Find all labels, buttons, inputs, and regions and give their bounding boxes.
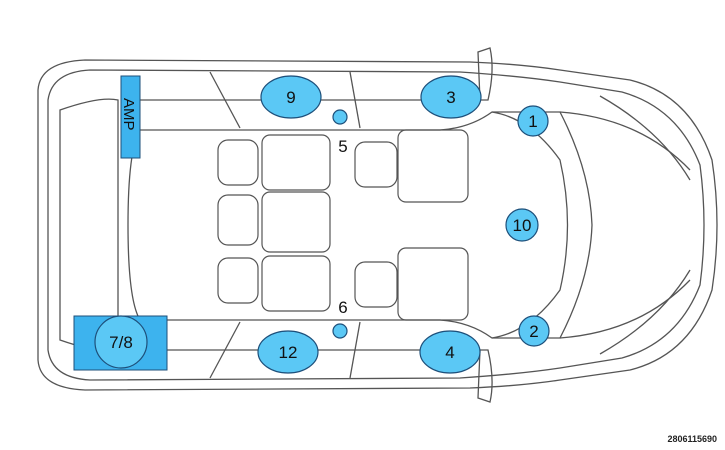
speaker-label-12: 12: [279, 343, 298, 362]
amplifier-label: AMP: [120, 98, 137, 131]
speaker-1: 1: [517, 105, 549, 137]
seats: [217, 129, 469, 321]
tweeter-6: 6: [332, 298, 348, 339]
speaker-label-9: 9: [286, 88, 295, 107]
speaker-label-10: 10: [513, 216, 532, 235]
tweeter-label-5: 5: [338, 137, 347, 156]
speaker-label-2: 2: [529, 322, 538, 341]
amplifier: AMP: [120, 75, 141, 159]
tweeter-label-6: 6: [338, 298, 347, 317]
speaker-10: 10: [505, 208, 539, 242]
speaker-12: 12: [257, 330, 319, 374]
subwoofer-7-8: 7/8: [73, 315, 168, 371]
speaker-label-1: 1: [528, 112, 537, 131]
speaker-label-3: 3: [446, 88, 455, 107]
speaker-label-4: 4: [445, 343, 454, 362]
reference-code: 2806115690: [667, 434, 717, 444]
tweeter-5: 5: [332, 109, 348, 156]
speaker-2: 2: [518, 315, 550, 347]
speaker-3: 3: [420, 75, 482, 119]
speaker-9: 9: [260, 75, 322, 119]
speaker-label-7-8: 7/8: [109, 333, 133, 352]
speaker-4: 4: [419, 330, 481, 374]
